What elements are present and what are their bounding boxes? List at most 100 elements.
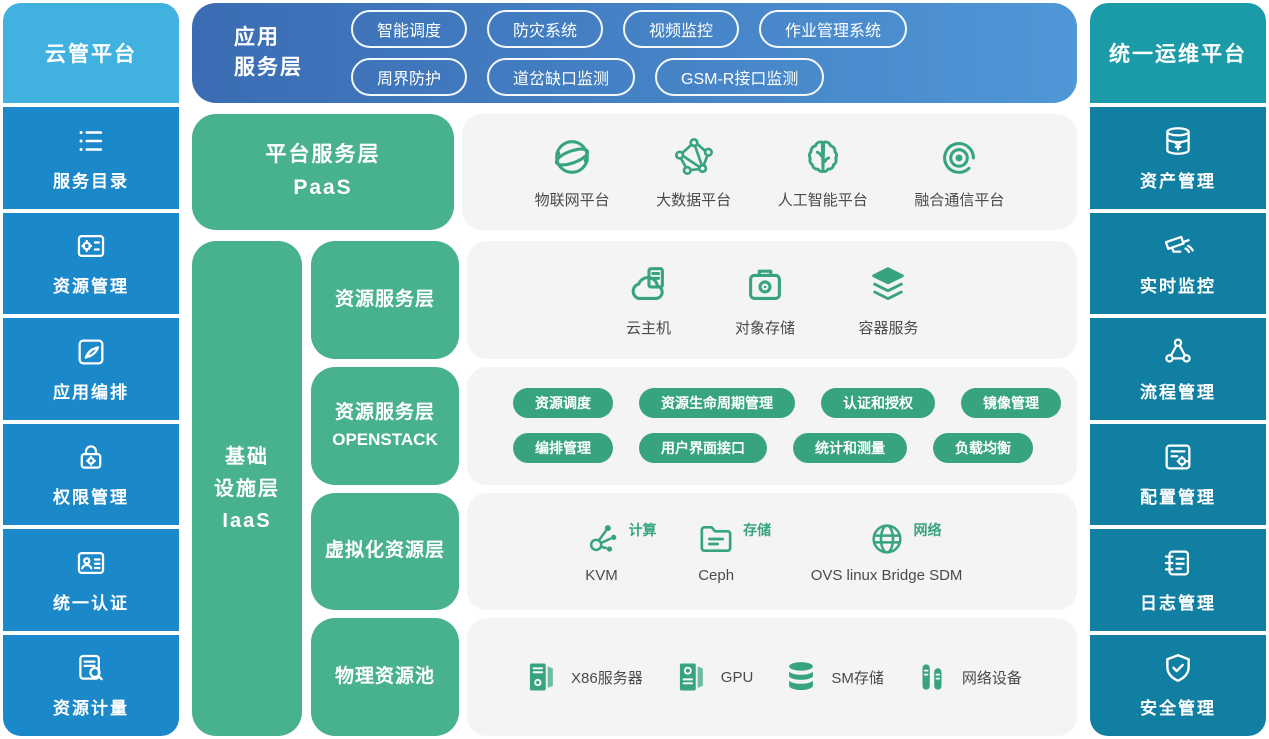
sidebar-item-label: 实时监控 [1140, 277, 1216, 297]
left-sidebar-title: 云管平台 [3, 3, 179, 103]
resource-item-label: 容器服务 [858, 319, 919, 337]
cctv-icon [1161, 229, 1195, 263]
app-service-pill: 周界防护 [351, 58, 468, 96]
network-device-icon [913, 658, 951, 696]
database-yen-icon [1161, 124, 1195, 158]
paas-item-label: 融合通信平台 [914, 192, 1005, 209]
folder-icon [696, 519, 736, 559]
sidebar-item-permission-mgmt: 权限管理 [3, 423, 179, 525]
doc-gear-icon [74, 229, 108, 263]
application-service-layer-title: 应用 服务层 [234, 23, 303, 84]
openstack-feature-pill: 统计和测量 [793, 433, 907, 464]
globe-icon [867, 519, 907, 559]
sidebar-item-label: 资源管理 [53, 277, 129, 297]
virt-item-tag: 计算 [628, 521, 657, 538]
physical-pool-block: 物理资源池 [311, 618, 459, 736]
sidebar-item-resource-metering: 资源计量 [3, 634, 179, 736]
app-service-pills: 智能调度 防灾系统 视频监控 作业管理系统 周界防护 道岔缺口监测 GSM-R接… [351, 10, 908, 96]
iot-globe-icon [549, 134, 595, 180]
sidebar-item-resource-mgmt: 资源管理 [3, 212, 179, 314]
flow-icon [1161, 335, 1195, 369]
storage-stack-icon [782, 658, 820, 696]
paas-title-line2: PaaS [293, 176, 353, 199]
virtualization-row: 虚拟化资源层 计算 KVM [311, 492, 1077, 611]
phys-item-label: X86服务器 [571, 669, 643, 687]
virt-item-label: OVS linux Bridge SDM [810, 566, 963, 584]
resource-item-label: 云主机 [625, 319, 671, 337]
openstack-feature-pill: 镜像管理 [961, 388, 1061, 419]
sidebar-item-label: 流程管理 [1140, 382, 1216, 402]
doc-search-icon [74, 651, 108, 685]
virtualization-layer-block: 虚拟化资源层 [311, 492, 459, 611]
resource-item-label: 对象存储 [734, 319, 795, 337]
sidebar-item-label: 统一认证 [53, 593, 129, 613]
physical-pool-title: 物理资源池 [334, 665, 435, 687]
right-sidebar-title-text: 统一运维平台 [1109, 43, 1247, 66]
sidebar-item-label: 安全管理 [1140, 699, 1216, 719]
virt-item-label: KVM [585, 566, 618, 584]
iaas-rows: 资源服务层 云主机 对象存储 容器服务 [311, 241, 1077, 736]
lock-gear-icon [74, 440, 108, 474]
cloud-server-icon [625, 262, 671, 308]
paas-item-label: 物联网平台 [534, 192, 610, 209]
list-icon [74, 124, 108, 158]
openstack-pill-row-2: 编排管理 用户界面接口 统计和测量 负载均衡 [513, 433, 1077, 464]
phys-item-label: SM存储 [831, 669, 884, 687]
sidebar-item-label: 权限管理 [53, 488, 129, 508]
app-service-pill: 道岔缺口监测 [487, 58, 636, 96]
app-service-pill: 作业管理系统 [759, 10, 908, 48]
openstack-feature-pill: 资源调度 [513, 388, 613, 419]
resource-item-object-storage: 对象存储 [735, 262, 795, 338]
object-storage-icon [742, 262, 788, 308]
paas-item-ai: 人工智能平台 [778, 134, 868, 210]
paas-item-iot: 物联网平台 [535, 134, 610, 210]
phys-item-sm-storage: SM存储 [782, 658, 884, 696]
openstack-title-line1: 资源服务层 [334, 401, 435, 423]
server-icon [522, 658, 560, 696]
right-sidebar: 统一运维平台 资产管理 实时监控 流程管理 配置管理 日志管理 安全管理 [1090, 3, 1266, 736]
virt-item-tag: 存储 [743, 521, 772, 538]
sidebar-item-app-orchestration: 应用编排 [3, 318, 179, 420]
app-service-pill-row-2: 周界防护 道岔缺口监测 GSM-R接口监测 [351, 58, 907, 96]
resource-layer-title: 资源服务层 [334, 288, 435, 310]
physical-pool-row: 物理资源池 X86服务器 GPU SM存储 [311, 618, 1077, 736]
paas-panel: 物联网平台 大数据平台 人工智能平台 融合通信平台 [462, 114, 1077, 230]
sidebar-item-asset-mgmt: 资产管理 [1090, 107, 1266, 209]
gpu-icon [672, 658, 710, 696]
virt-item-compute: 计算 KVM [582, 519, 657, 584]
openstack-row: 资源服务层 OPENSTACK 资源调度 资源生命周期管理 认证和授权 镜像管理… [311, 366, 1077, 485]
openstack-feature-pill: 用户界面接口 [639, 433, 767, 464]
openstack-layer-block: 资源服务层 OPENSTACK [311, 366, 459, 485]
paas-layer-row: 平台服务层 PaaS 物联网平台 大数据平台 人工智能平台 融 [192, 114, 1077, 230]
phys-item-label: 网络设备 [961, 669, 1022, 687]
sidebar-item-service-catalog: 服务目录 [3, 107, 179, 209]
openstack-feature-pill: 负载均衡 [933, 433, 1033, 464]
app-service-pill: GSM-R接口监测 [655, 58, 825, 96]
compose-icon [74, 335, 108, 369]
virt-item-storage: 存储 Ceph [696, 519, 771, 584]
virt-item-storage-top: 存储 [696, 519, 771, 559]
log-icon [1161, 546, 1195, 580]
center-area: 应用 服务层 智能调度 防灾系统 视频监控 作业管理系统 周界防护 道岔缺口监测… [192, 3, 1077, 736]
app-title-line1: 应用 [234, 25, 280, 49]
left-sidebar: 云管平台 服务目录 资源管理 应用编排 权限管理 统一认证 资源计量 [3, 3, 179, 736]
sidebar-item-process-mgmt: 流程管理 [1090, 318, 1266, 420]
sidebar-item-unified-auth: 统一认证 [3, 529, 179, 631]
application-service-layer: 应用 服务层 智能调度 防灾系统 视频监控 作业管理系统 周界防护 道岔缺口监测… [192, 3, 1077, 103]
physical-pool-panel: X86服务器 GPU SM存储 网络设备 [467, 618, 1077, 736]
doc-config-icon [1161, 440, 1195, 474]
iaas-section: 基础 设施层 IaaS 资源服务层 云主机 [192, 241, 1077, 736]
sidebar-item-label: 资源计量 [53, 699, 129, 719]
sidebar-item-label: 服务目录 [53, 171, 129, 191]
virt-item-network: 网络 OVS linux Bridge SDM [811, 519, 963, 584]
resource-service-row: 资源服务层 云主机 对象存储 容器服务 [311, 241, 1077, 359]
virt-item-compute-top: 计算 [582, 519, 657, 559]
compute-cluster-icon [582, 519, 622, 559]
paas-item-label: 人工智能平台 [777, 192, 868, 209]
right-sidebar-title: 统一运维平台 [1090, 3, 1266, 103]
signal-icon [936, 134, 982, 180]
container-stack-icon [865, 262, 911, 308]
virt-item-label: Ceph [698, 566, 735, 584]
sidebar-item-label: 配置管理 [1140, 488, 1216, 508]
